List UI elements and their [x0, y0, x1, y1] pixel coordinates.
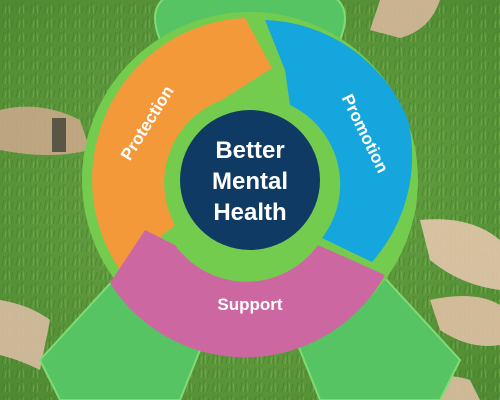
segment-support-arrow [110, 230, 385, 358]
center-title-line-2: Mental [212, 168, 288, 195]
center-title-line-3: Health [213, 199, 286, 226]
segment-protection-arrow [92, 18, 272, 270]
segment-promotion-arrow [265, 20, 413, 262]
segment-support-label: Support [217, 295, 282, 314]
cycle-segments [92, 18, 413, 358]
center-title-line-1: Better [215, 137, 284, 164]
center-circle-fill [180, 110, 320, 250]
